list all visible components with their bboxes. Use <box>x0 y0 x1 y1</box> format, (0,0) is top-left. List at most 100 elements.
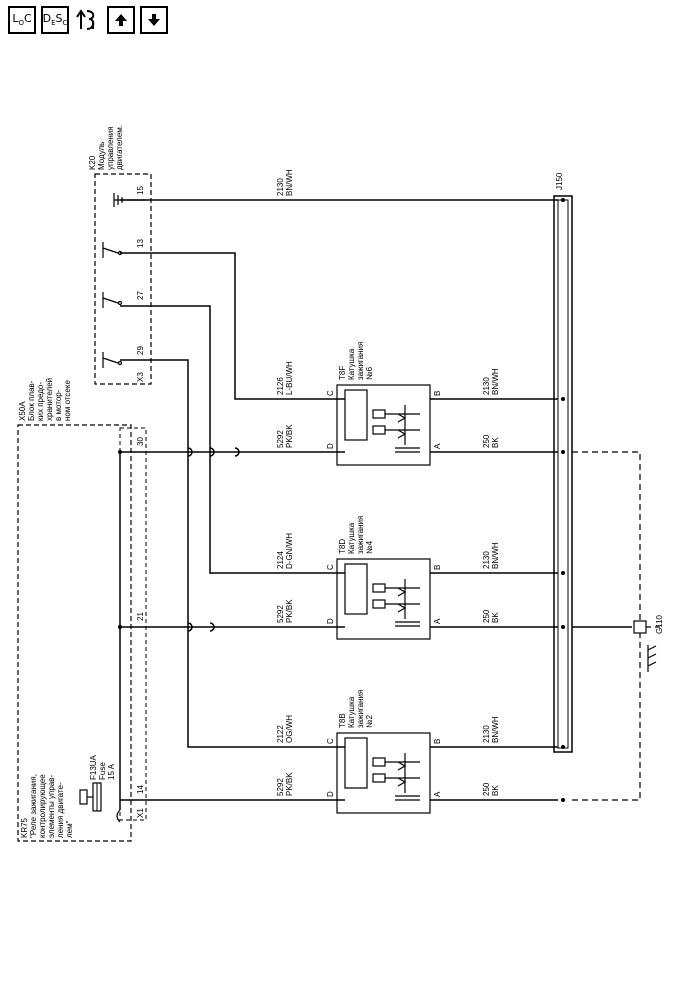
kr75-label-5: ления двигате- <box>56 782 65 838</box>
k20-module-box <box>94 173 152 385</box>
x50a-label-6: ном отсеке <box>63 380 72 421</box>
wire-2126-color: L-BU/WH <box>285 361 294 395</box>
wire-5292-1-num: 5292 <box>276 430 285 448</box>
arrow-down-button[interactable] <box>140 6 168 34</box>
k20-pin-29: 29 <box>136 346 145 355</box>
x50a-label-3: ких предо- <box>36 382 45 421</box>
k20-pin-13: 13 <box>136 239 145 248</box>
wire-2130-2-num: 2130 <box>482 551 491 569</box>
wire-250-3-num: 250 <box>482 782 491 796</box>
x50a-pin-14: 14 <box>136 785 145 794</box>
connector-swap-icon <box>76 9 95 30</box>
x50a-pin-30: 30 <box>136 437 145 446</box>
kr75-label-4: элементы управ- <box>47 774 56 838</box>
t8d-pin-b: B <box>433 565 442 570</box>
relay-contact-icon <box>79 789 121 823</box>
t8d-pin-c: C <box>326 564 335 570</box>
t8b-pin-c: C <box>326 738 335 744</box>
k20-pin-27: 27 <box>136 291 145 300</box>
wire-5292-1-color: PK/BK <box>285 424 294 448</box>
k20-label-2: Модуль <box>97 142 106 170</box>
wire-2130-1-num: 2130 <box>482 377 491 395</box>
fuse-label-2: Fuse <box>98 762 107 780</box>
description-icon: DESC <box>42 12 68 28</box>
wire-2130-1-color: BN/WH <box>491 368 500 395</box>
t8b-label-1: T8B <box>338 713 347 728</box>
t8b-pin-b: B <box>433 739 442 744</box>
wire-250-1-color: BK <box>491 437 500 448</box>
t8f-pin-b: B <box>433 391 442 396</box>
k20-pin-15: 15 <box>136 186 145 195</box>
location-button[interactable]: LOC <box>8 6 36 34</box>
t8d-pin-d: D <box>326 618 335 624</box>
wire-250-2-num: 250 <box>482 609 491 623</box>
g110-ground-connector <box>633 620 647 634</box>
arrow-up-icon <box>115 14 127 26</box>
t8f-label-1: T8F <box>338 366 347 380</box>
wire-2124-num: 2124 <box>276 551 285 569</box>
coil-t8b <box>336 732 431 814</box>
wire-250-2-color: BK <box>491 612 500 623</box>
wire-2124-color: D-GN/WH <box>285 533 294 569</box>
fuse-label-3: 15 A <box>107 763 116 780</box>
t8f-pin-c: C <box>326 390 335 396</box>
x50a-label-1: X50A <box>18 401 27 421</box>
t8d-label-4: №4 <box>365 540 374 554</box>
description-button[interactable]: DESC <box>41 6 69 34</box>
wire-2130-3-color: BN/WH <box>491 716 500 743</box>
fuse-label-1: F13UA <box>89 754 98 780</box>
g110-ground-icon <box>647 645 657 672</box>
k20-label-4: двигателем. <box>115 125 124 170</box>
t8d-label-1: T8D <box>338 539 347 554</box>
kr75-label-2: "Реле зажигания, <box>29 774 38 838</box>
x50a-label-2: Блок плав- <box>27 380 36 421</box>
t8b-pin-d: D <box>326 791 335 797</box>
t8b-label-3: зажигания <box>356 690 365 728</box>
toolbar: LOC DESC <box>8 6 168 34</box>
kr75-label-3: контролирующее <box>38 774 47 838</box>
t8f-label-2: Катушка <box>347 348 356 380</box>
t8f-label-4: №6 <box>365 366 374 380</box>
t8b-label-2: Катушка <box>347 696 356 728</box>
t8d-label-3: зажигания <box>356 516 365 554</box>
location-icon: LOC <box>12 12 32 28</box>
kr75-label-1: KR75 <box>20 817 29 838</box>
j150-label: J150 <box>555 172 564 190</box>
x50a-pin-21: 21 <box>136 612 145 621</box>
t8b-pin-a: A <box>433 791 442 797</box>
x50a-fuse-block-box <box>17 424 132 842</box>
wire-5292-3-color: PK/BK <box>285 772 294 796</box>
wire-5292-3-num: 5292 <box>276 778 285 796</box>
wire-2130-2-color: BN/WH <box>491 542 500 569</box>
wire-2126-num: 2126 <box>276 377 285 395</box>
k20-label-1: K20 <box>88 155 97 170</box>
arrow-up-button[interactable] <box>107 6 135 34</box>
wire-250-1-num: 250 <box>482 434 491 448</box>
coil-t8f <box>336 384 431 466</box>
wire-2130-top-num: 2130 <box>276 178 285 196</box>
g110-label: G110 <box>655 614 664 634</box>
k20-label-3: управления <box>106 126 115 170</box>
t8d-pin-a: A <box>433 618 442 624</box>
ground-wires <box>572 451 660 801</box>
connector-swap-button[interactable] <box>74 6 102 34</box>
wire-2130-3-num: 2130 <box>482 725 491 743</box>
kr75-relay-box <box>119 427 147 821</box>
coil-t8d <box>336 558 431 640</box>
wire-5292-2-color: PK/BK <box>285 599 294 623</box>
t8b-label-4: №2 <box>365 714 374 728</box>
k20-switches <box>102 242 123 368</box>
t8f-pin-a: A <box>433 443 442 449</box>
t8f-label-3: зажигания <box>356 342 365 380</box>
connector-x3: X3 <box>136 372 145 382</box>
wire-5292-2-num: 5292 <box>276 605 285 623</box>
kr75-label-6: лем" <box>65 820 74 838</box>
wires <box>119 199 632 810</box>
wire-2130-top-color: BN/WH <box>285 169 294 196</box>
wire-2122-num: 2122 <box>276 725 285 743</box>
junction-dots <box>118 198 565 802</box>
x50a-label-5: в мотор- <box>54 389 63 421</box>
t8f-pin-d: D <box>326 443 335 449</box>
j150-splice-bar <box>553 195 573 753</box>
